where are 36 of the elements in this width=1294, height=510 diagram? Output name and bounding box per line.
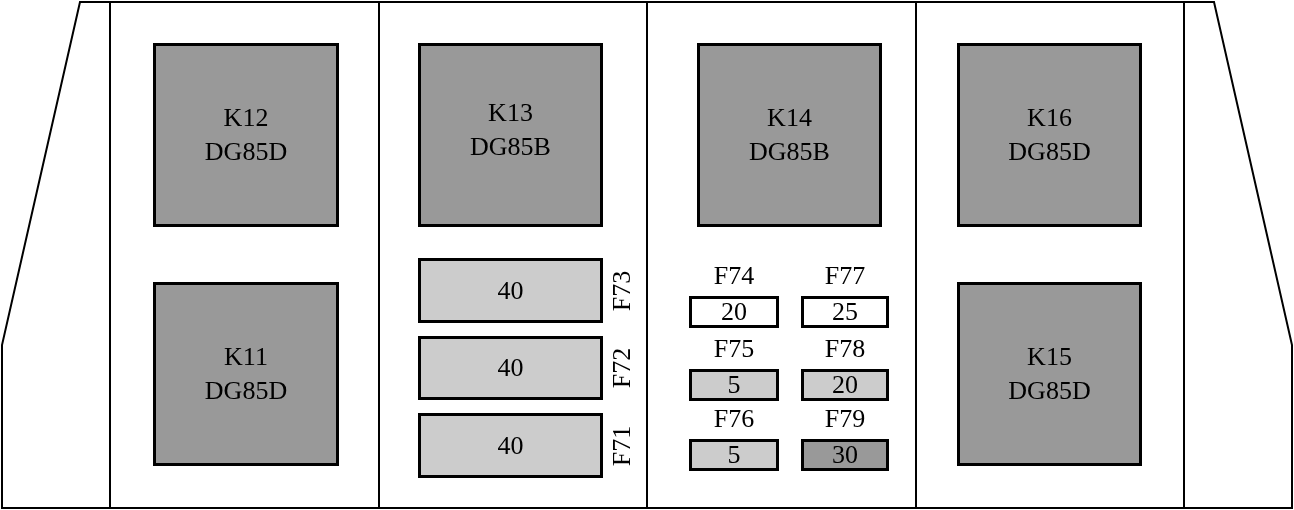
fuse-label: F79 xyxy=(823,405,867,433)
relay-box xyxy=(153,43,339,227)
relay-box xyxy=(957,282,1142,466)
fuse-rating: 40 xyxy=(497,430,524,461)
fuse-rating-box: 5 xyxy=(689,369,779,401)
relay-label: K11 xyxy=(224,341,268,373)
relay-box xyxy=(153,282,339,466)
fuse-label: F75 xyxy=(712,335,756,363)
fuse-label: F73 xyxy=(609,270,636,311)
relay-type: DG85B xyxy=(749,136,830,168)
fuse-label: F77 xyxy=(823,262,867,290)
fuse-rating-box: 30 xyxy=(801,439,889,471)
fuse-label: F72 xyxy=(609,347,636,389)
relay-type: DG85D xyxy=(1008,375,1091,407)
fuse-rating-box: 20 xyxy=(801,369,889,401)
relay-box xyxy=(418,43,603,227)
relay-label: K16 xyxy=(1027,102,1072,134)
relay-box xyxy=(697,43,882,227)
relay-label: K15 xyxy=(1027,341,1072,373)
relay-label: K12 xyxy=(223,102,269,134)
relay-label: K13 xyxy=(488,97,533,129)
relay-box xyxy=(957,43,1142,227)
fuse-label: F76 xyxy=(712,405,756,433)
fuse-rating: 40 xyxy=(497,353,524,383)
relay-type: DG85B xyxy=(470,131,551,163)
fuse-label: F78 xyxy=(823,335,867,363)
fuse-rating-box: 25 xyxy=(801,296,889,328)
relay-label: K14 xyxy=(767,102,812,134)
relay-type: DG85D xyxy=(204,375,288,407)
relay-type: DG85D xyxy=(204,136,288,168)
fuse-label: F74 xyxy=(712,262,756,290)
fuse-rating-box: 20 xyxy=(689,296,779,328)
fuse-label: F71 xyxy=(609,425,636,466)
relay-type: DG85D xyxy=(1008,136,1091,168)
fuse-rating-box: 5 xyxy=(689,439,779,471)
fuse-rating: 40 xyxy=(497,275,524,306)
